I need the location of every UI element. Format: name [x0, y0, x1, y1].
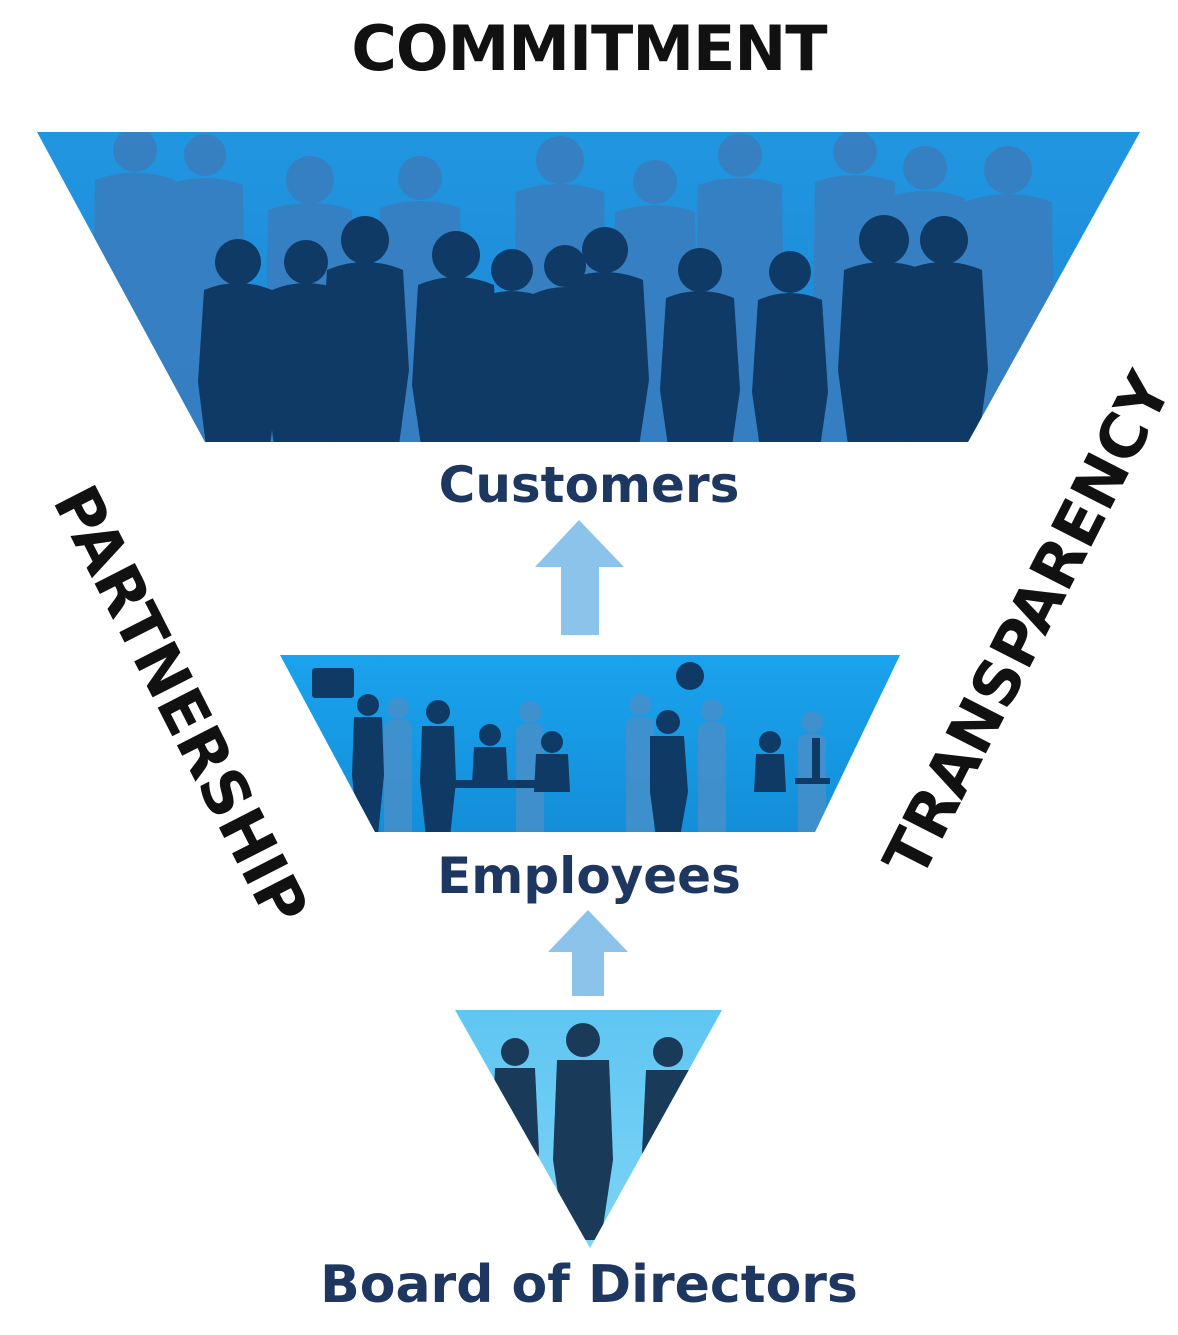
arrow-up-icon [535, 520, 624, 635]
board-of-directors-label: Board of Directors [320, 1255, 858, 1315]
employees-trapezoid [280, 655, 900, 832]
arrow-up-icon [548, 910, 628, 996]
board-triangle [455, 1010, 722, 1248]
customers-trapezoid [37, 132, 1140, 442]
employee-front-silhouettes [312, 662, 830, 832]
front-crowd-silhouettes [198, 215, 988, 442]
commitment-label: COMMITMENT [351, 12, 827, 85]
customers-label: Customers [438, 456, 740, 514]
computer-icon [812, 738, 820, 778]
monitor-icon [312, 668, 354, 698]
employees-label: Employees [437, 847, 741, 905]
bag-icon [676, 662, 704, 690]
